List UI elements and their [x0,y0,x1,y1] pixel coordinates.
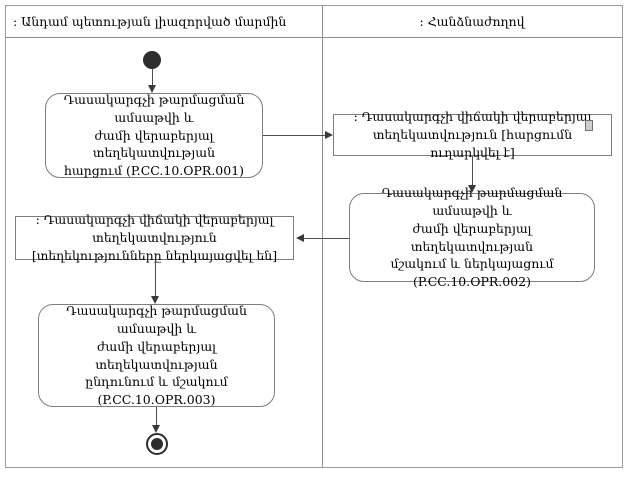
initial-node [143,51,161,69]
object-note-icon [585,120,593,131]
edge-start-to-action1 [152,69,153,87]
activity-node-opr-001-label: Դասակարգչի թարմացման ամսաթվի և ժամի վերա… [63,92,245,179]
final-node [146,433,168,455]
edge-object2-to-action3 [155,260,156,298]
edge-object1-to-action2 [472,156,473,187]
activity-node-opr-001: Դասակարգչի թարմացման ամսաթվի և ժամի վերա… [45,92,263,179]
object-node-request-sent: : Դասակարգչի վիճակի վերաբերյալ տեղեկատվո… [333,109,612,160]
lane-header-bottom-border [5,37,622,38]
activity-node-opr-002-label: Դասակարգչի թարմացման ամսաթվի և ժամի վերա… [381,185,563,289]
arrowhead-down-icon [468,185,476,193]
swimlane-header-commission-label: : Հանձնաժողով [419,14,525,29]
activity-node-opr-002: Դասակարգչի թարմացման ամսաթվի և ժամի վերա… [349,185,595,289]
edge-action3-to-final [156,407,157,427]
object-node-info-submitted: : Դասակարգչի վիճակի վերաբերյալ տեղեկատվո… [15,212,294,263]
swimlane-header-member-state-label: : Անդամ պետության լիազորված մարմին [13,14,287,29]
object-node-info-submitted-label: : Դասակարգչի վիճակի վերաբերյալ տեղեկատվո… [31,211,278,264]
final-node-core [151,438,163,450]
swimlane-header-member-state-body: : Անդամ պետության լիազորված մարմին [6,6,328,37]
edge-action2-to-object2 [303,238,349,239]
arrowhead-down-icon [151,296,159,304]
swimlane-divider [322,5,323,467]
edge-action1-to-object1 [263,135,326,136]
arrowhead-down-icon [152,425,160,433]
diagram-frame [5,5,623,468]
arrowhead-left-icon [296,234,304,242]
arrowhead-right-icon [325,131,333,139]
swimlane-header-commission: : Հանձնաժողով [323,6,621,37]
activity-node-opr-003: Դասակարգչի թարմացման ամսաթվի և ժամի վերա… [38,303,275,407]
arrowhead-down-icon [148,85,156,93]
object-node-request-sent-label: : Դասակարգչի վիճակի վերաբերյալ տեղեկատվո… [353,108,592,161]
activity-node-opr-003-label: Դասակարգչի թարմացման ամսաթվի և ժամի վերա… [66,303,247,407]
